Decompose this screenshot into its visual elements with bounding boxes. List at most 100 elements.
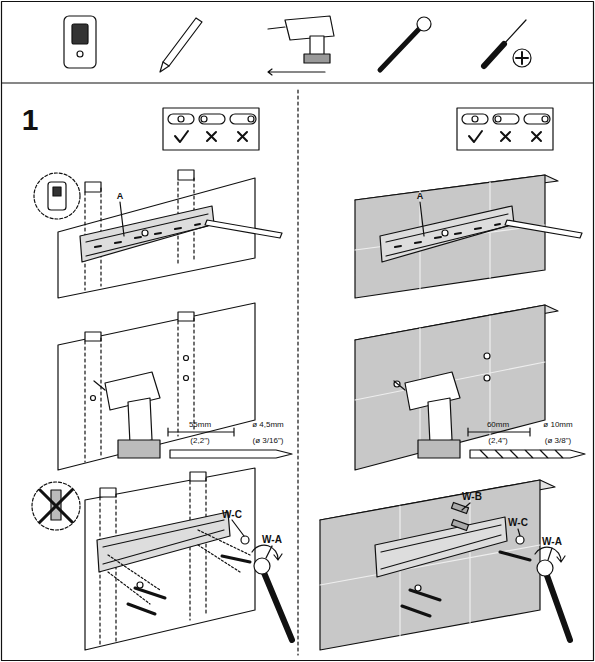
lag-screws xyxy=(402,552,530,616)
slot xyxy=(168,114,194,124)
check-mark xyxy=(175,131,188,142)
slot xyxy=(230,114,256,124)
drill-hole xyxy=(184,356,189,361)
wood-wall-mounting xyxy=(32,468,292,650)
no-anchor-inset xyxy=(32,482,80,530)
drill-hole xyxy=(91,396,96,401)
stud-finder-body xyxy=(64,16,96,68)
part-label: W-C xyxy=(508,518,528,528)
washer xyxy=(241,536,249,544)
stud-top xyxy=(85,182,101,192)
stud-finder-body xyxy=(48,182,66,210)
slot-guide-box xyxy=(163,108,259,150)
part-label: W-A xyxy=(262,535,282,545)
step-number: 1 xyxy=(22,105,39,135)
dimension-label: (2,2") xyxy=(190,437,209,445)
stud-finder-inset xyxy=(34,173,80,219)
pencil-tool xyxy=(160,18,202,72)
stud-top xyxy=(100,488,116,497)
divider xyxy=(2,82,594,83)
stud-finder-screen xyxy=(72,24,88,44)
cross-mark xyxy=(532,132,541,141)
pencil-tip xyxy=(163,62,169,66)
screw-center xyxy=(178,116,184,122)
wall-face xyxy=(355,175,545,298)
pencil xyxy=(205,220,282,238)
wall-anchor xyxy=(451,502,468,513)
cross-mark xyxy=(207,132,216,141)
stud-finder-screen xyxy=(53,187,61,196)
slot-guide-box xyxy=(457,108,553,150)
part-label: W-B xyxy=(462,492,482,502)
slot xyxy=(199,114,225,124)
bit-size-label: (ø 3/16") xyxy=(253,437,284,445)
slot-guide xyxy=(163,108,259,150)
slot xyxy=(524,114,550,124)
stud-finder-button xyxy=(77,51,83,57)
pencil xyxy=(505,220,582,238)
cross-mark xyxy=(238,132,247,141)
wall-plate xyxy=(80,206,214,262)
wood-wall-drilling xyxy=(58,303,292,470)
drill-hole xyxy=(484,375,490,381)
panel-divider xyxy=(297,90,298,655)
wood-wall xyxy=(34,170,282,298)
drill-tool xyxy=(268,16,334,75)
wrench-head xyxy=(254,558,270,574)
wall-plate xyxy=(375,517,507,577)
wall-plate xyxy=(380,206,514,262)
screw-end xyxy=(201,116,207,122)
masonry-bit-shape xyxy=(470,450,585,458)
dimension-label: 55mm xyxy=(189,421,211,429)
phillips-cross xyxy=(516,52,528,64)
wall-anchor xyxy=(451,519,468,530)
plate-edge xyxy=(386,214,508,256)
drill-battery xyxy=(118,440,160,458)
rotation-arrow xyxy=(535,547,565,562)
dimension-line xyxy=(468,428,530,436)
mortar-lines xyxy=(355,182,545,290)
dimension-label: 60mm xyxy=(487,421,509,429)
level-bubble xyxy=(142,230,148,236)
slot xyxy=(462,114,488,124)
phillips-symbol xyxy=(513,49,531,67)
rotation-arrow xyxy=(252,545,282,560)
cross-mark xyxy=(501,132,510,141)
level-bubble xyxy=(442,230,448,236)
drill-handle xyxy=(428,398,452,444)
stud-finder-tool xyxy=(64,16,96,68)
drill-handle xyxy=(128,398,152,444)
leader-line xyxy=(266,546,272,558)
drill-bit xyxy=(268,27,285,29)
screwdriver-tool xyxy=(484,20,531,67)
part-label: A xyxy=(117,192,124,201)
bit-size-label: ø 10mm xyxy=(543,421,572,429)
plate-slots xyxy=(95,224,200,247)
slot xyxy=(493,114,519,124)
drill-bit-icon xyxy=(268,69,325,75)
leader-line xyxy=(120,202,124,236)
concrete-wall-drilling xyxy=(355,305,585,470)
slot-guide xyxy=(457,108,553,150)
screw-end xyxy=(495,116,501,122)
drill-hole xyxy=(184,376,189,381)
stud-top xyxy=(178,170,194,180)
part-label: W-A xyxy=(542,537,562,547)
wall-face xyxy=(320,480,540,650)
screw-end xyxy=(542,116,548,122)
wall-face xyxy=(85,468,255,650)
screw-guides xyxy=(108,530,250,604)
socket-wrench-tool xyxy=(380,17,431,70)
screw-end xyxy=(248,116,254,122)
pencil-body xyxy=(160,18,202,72)
stud-top xyxy=(190,472,206,481)
drill-battery xyxy=(304,54,330,63)
leader-line xyxy=(548,548,552,560)
plate-edge xyxy=(381,525,501,569)
drill-bit-shape xyxy=(170,450,292,458)
drill-handle xyxy=(310,36,324,56)
dimension-label: (2,4") xyxy=(488,437,507,445)
wall-face xyxy=(58,178,255,298)
washer xyxy=(137,582,143,588)
